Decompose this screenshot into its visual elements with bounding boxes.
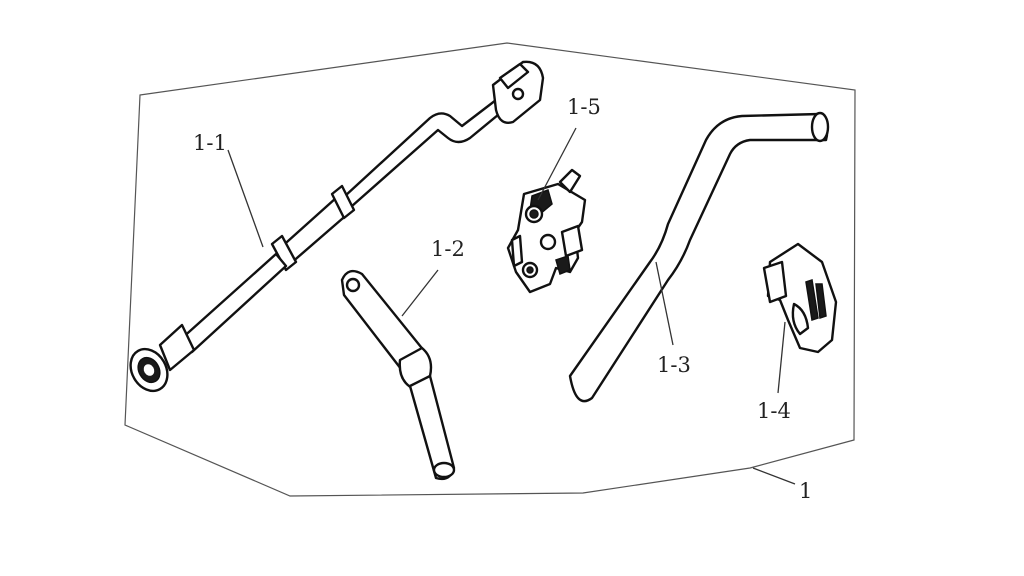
- part-1-5-bracket: [506, 168, 587, 294]
- assembly-boundary: [124, 42, 856, 497]
- leader-1-2: [401, 269, 439, 317]
- leader-1-5: [537, 127, 577, 201]
- part-1-2-arm: [340, 269, 456, 481]
- label-assembly-1: 1: [799, 479, 812, 503]
- leader-1-3: [655, 261, 674, 346]
- label-1-1: 1-1: [193, 131, 227, 155]
- label-1-5: 1-5: [567, 95, 601, 119]
- label-1-4: 1-4: [757, 399, 791, 423]
- leader-1: [752, 467, 796, 485]
- leader-1-4: [777, 321, 786, 394]
- leader-1-1: [227, 149, 264, 248]
- part-1-1-link-rod: [129, 60, 545, 393]
- part-1-3-bent-tube: [568, 111, 830, 403]
- label-1-3: 1-3: [657, 353, 691, 377]
- part-1-4-pedal-pad: [762, 242, 838, 354]
- label-1-2: 1-2: [431, 237, 465, 261]
